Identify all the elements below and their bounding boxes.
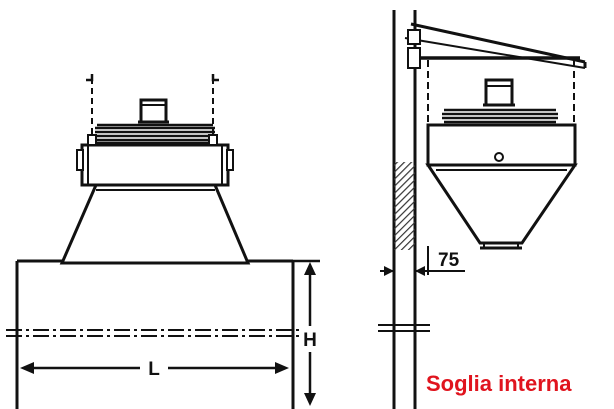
- suspension-rods: [86, 74, 219, 146]
- height-dimension: [293, 259, 320, 406]
- side-view: [378, 10, 587, 409]
- motor-cap: [138, 98, 169, 124]
- hood-hopper: [59, 183, 251, 265]
- wall-hatching: [394, 162, 415, 250]
- hood-box: [76, 143, 234, 187]
- front-view: [6, 74, 320, 409]
- side-hood-cone: [425, 163, 578, 245]
- arrow-up-icon: [304, 262, 316, 275]
- clearance-label: 75: [438, 250, 460, 271]
- side-motor-cap: [483, 78, 515, 107]
- arrow-right-icon: [275, 362, 289, 374]
- indicator-icon: [494, 152, 504, 162]
- arrow-right-icon: [384, 266, 394, 276]
- wall-break-lines: [378, 324, 430, 332]
- width-label: L: [148, 359, 160, 380]
- arrow-left-icon: [20, 362, 34, 374]
- width-dimension: [20, 362, 289, 374]
- motor-fins: [93, 123, 217, 145]
- caption: Soglia interna: [426, 371, 572, 396]
- wall: [392, 10, 417, 409]
- side-motor-fins: [442, 108, 558, 124]
- clearance-dimension: [380, 246, 465, 276]
- break-lines: [6, 329, 300, 337]
- height-label: H: [303, 330, 317, 351]
- arrow-down-icon: [304, 393, 316, 406]
- arrow-left-icon: [415, 266, 425, 276]
- wall-bracket: [404, 22, 587, 69]
